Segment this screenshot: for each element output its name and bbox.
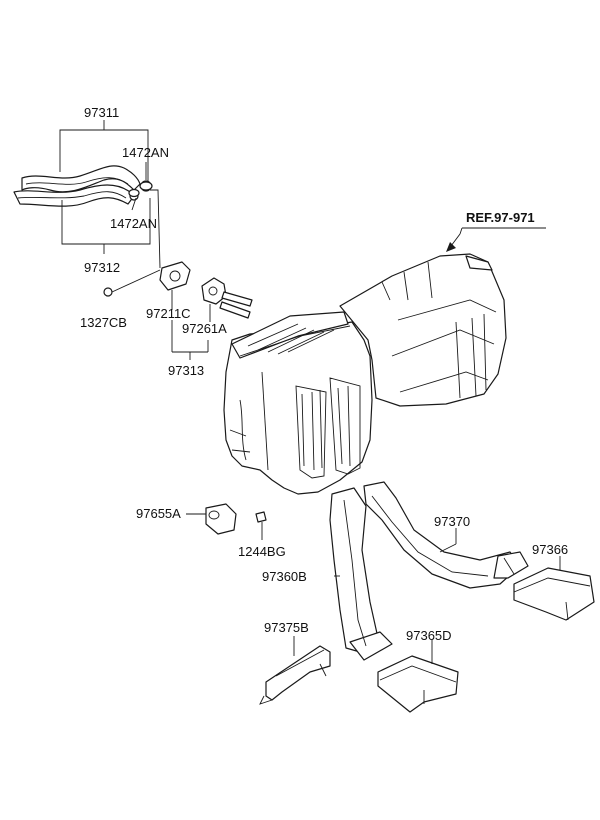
label-97313: 97313 [168,363,204,378]
duct-97366 [513,556,595,621]
heater-hoses [13,165,152,207]
label-1472an-top: 1472AN [122,145,169,160]
label-1327cb: 1327CB [80,315,127,330]
duct-97365d [377,640,459,713]
leaders-hoses [59,120,151,254]
label-1244bg: 1244BG [238,544,286,559]
hose-clamp [128,181,153,198]
part-labels: 97311 1472AN 1472AN 97312 1327CB 97211C … [80,105,568,643]
label-ref-97-971: REF.97-971 [466,210,535,225]
heater-valve [201,277,253,322]
grommet-97655a [186,503,237,535]
bracket-97375b [259,636,331,705]
label-97211c: 97211C [146,306,191,321]
heater-pipe-bracket [103,189,209,360]
label-97366: 97366 [532,542,568,557]
label-97655a: 97655A [136,506,181,521]
label-1472an-mid: 1472AN [110,216,157,231]
screw-1244bg [255,511,267,540]
label-97375b: 97375B [264,620,309,635]
label-97311: 97311 [84,105,119,120]
label-97261a: 97261A [182,321,227,336]
rear-duct-97370 [363,481,529,589]
heater-unit-assembly [223,227,546,495]
rear-duct-97360b [329,487,393,661]
label-97365d: 97365D [406,628,452,643]
label-97312: 97312 [84,260,120,275]
label-97360b: 97360B [262,569,307,584]
label-97370: 97370 [434,514,470,529]
